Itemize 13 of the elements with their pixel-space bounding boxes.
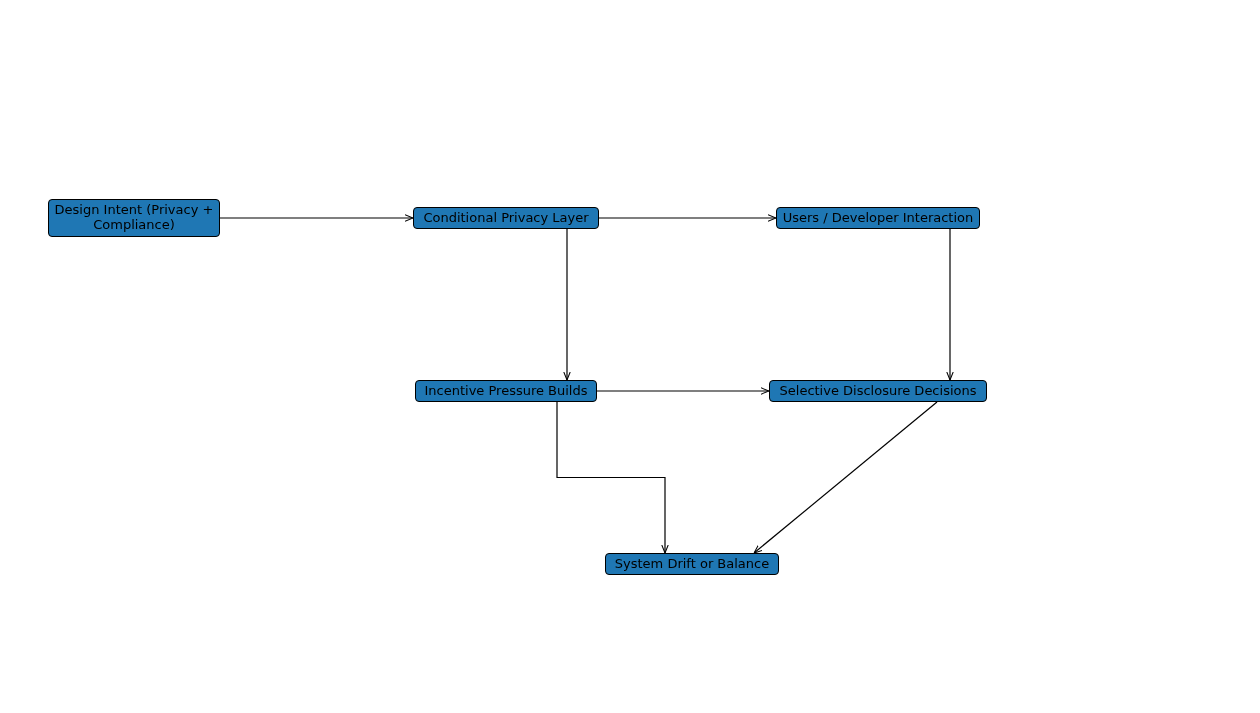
process-box: Selective Disclosure Decisions (769, 380, 987, 402)
process-box: Conditional Privacy Layer (413, 207, 599, 229)
arrow (753, 401, 938, 554)
arrow (219, 214, 414, 222)
arrow (556, 401, 669, 554)
process-box: Design Intent (Privacy + Compliance) (48, 199, 220, 237)
arrow (596, 387, 770, 395)
process-box: System Drift or Balance (605, 553, 779, 575)
process-box: Users / Developer Interaction (776, 207, 980, 229)
arrow (946, 228, 954, 381)
process-box: Incentive Pressure Builds (415, 380, 597, 402)
arrow (563, 228, 571, 381)
arrow (598, 214, 777, 222)
